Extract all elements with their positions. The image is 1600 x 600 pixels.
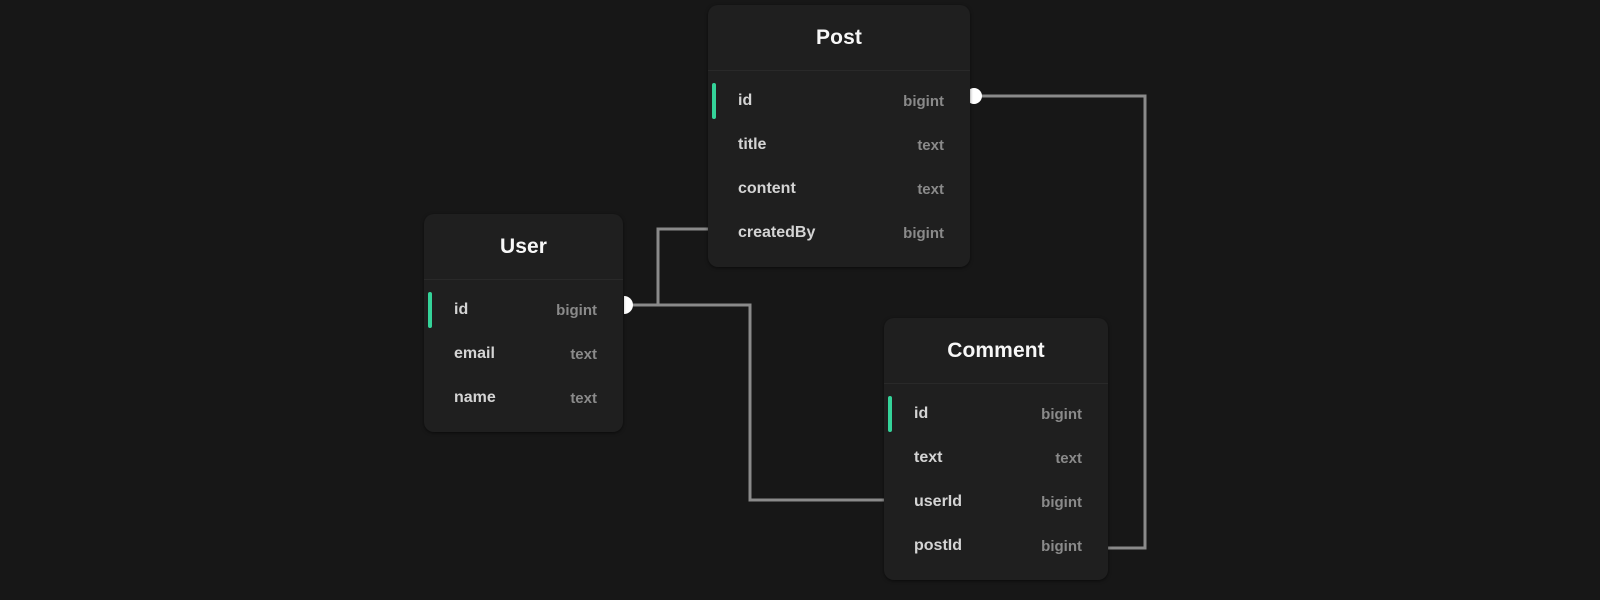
column-row-comment-text[interactable]: text text [884, 436, 1108, 480]
primary-key-indicator-comment [888, 396, 892, 432]
column-type: text [570, 389, 597, 407]
column-row-user-id[interactable]: id bigint [424, 288, 623, 332]
table-header-comment[interactable]: Comment [884, 318, 1108, 384]
column-name: postId [914, 537, 962, 554]
table-title-user: User [499, 234, 548, 258]
column-name: createdBy [738, 224, 816, 241]
column-name: id [738, 92, 753, 109]
column-name: id [914, 405, 929, 422]
table-columns-post: id bigint title text content text createdBy big… [708, 71, 970, 267]
column-row-post-content[interactable]: content text [708, 167, 970, 211]
column-row-user-email[interactable]: email text [424, 332, 623, 376]
relationship-edge-user-id-to-post-createdby[interactable] [632, 227, 708, 307]
column-row-comment-userId[interactable]: userId bigint [884, 480, 1108, 524]
table-header-post[interactable]: Post [708, 5, 970, 71]
column-name: text [914, 449, 943, 466]
column-type: bigint [1041, 493, 1082, 511]
column-type: bigint [1041, 405, 1082, 423]
relationship-edge-user-id-to-comment-userid[interactable] [632, 303, 884, 502]
column-type: text [917, 136, 944, 154]
table-columns-user: id bigint email text name text [424, 280, 623, 432]
column-name: name [454, 389, 496, 406]
column-type: bigint [903, 224, 944, 242]
table-title-post: Post [816, 25, 862, 49]
column-type: bigint [1041, 537, 1082, 555]
primary-key-indicator-post [712, 83, 716, 119]
column-type: bigint [903, 92, 944, 110]
column-name: id [454, 301, 469, 318]
column-row-post-id[interactable]: id bigint [708, 79, 970, 123]
table-card-user[interactable]: User id bigint email text name text [424, 214, 623, 432]
column-name: email [454, 345, 495, 362]
column-row-comment-id[interactable]: id bigint [884, 392, 1108, 436]
column-name: title [738, 136, 767, 153]
table-columns-comment: id bigint text text userId bigint postId bigint [884, 384, 1108, 580]
column-type: text [1055, 449, 1082, 467]
column-type: text [570, 345, 597, 363]
table-title-comment: Comment [947, 338, 1045, 362]
column-name: content [738, 180, 796, 197]
table-card-post[interactable]: Post id bigint title text content text createdB… [708, 5, 970, 267]
column-row-post-title[interactable]: title text [708, 123, 970, 167]
column-row-comment-postId[interactable]: postId bigint [884, 524, 1108, 568]
relationship-marker-user-id-marker[interactable] [624, 296, 633, 314]
column-row-post-createdBy[interactable]: createdBy bigint [708, 211, 970, 255]
column-type: text [917, 180, 944, 198]
primary-key-indicator-user [428, 292, 432, 328]
column-type: bigint [556, 301, 597, 319]
column-row-user-name[interactable]: name text [424, 376, 623, 420]
column-name: userId [914, 493, 963, 510]
table-header-user[interactable]: User [424, 214, 623, 280]
